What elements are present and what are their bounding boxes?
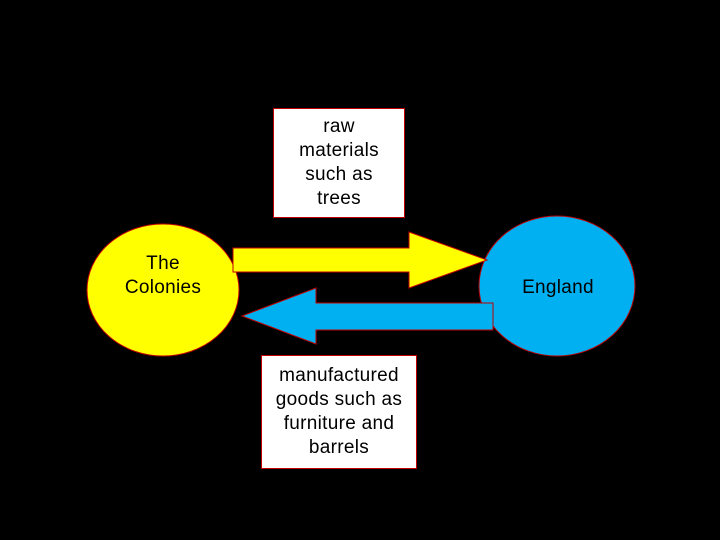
exports-arrow (232, 231, 489, 289)
manufactured-goods-box: manufactured goods such as furniture and… (261, 355, 417, 469)
england-label: England (522, 277, 594, 298)
manufactured-goods-text: manufactured goods such as furniture and… (275, 365, 403, 458)
raw-materials-box: raw materials such as trees (273, 108, 405, 218)
imports-arrow (240, 287, 494, 345)
colonies-node (86, 223, 240, 357)
raw-materials-text: raw materials such as trees (299, 116, 379, 209)
colonies-label: The Colonies (124, 253, 202, 298)
england-node (478, 215, 636, 357)
